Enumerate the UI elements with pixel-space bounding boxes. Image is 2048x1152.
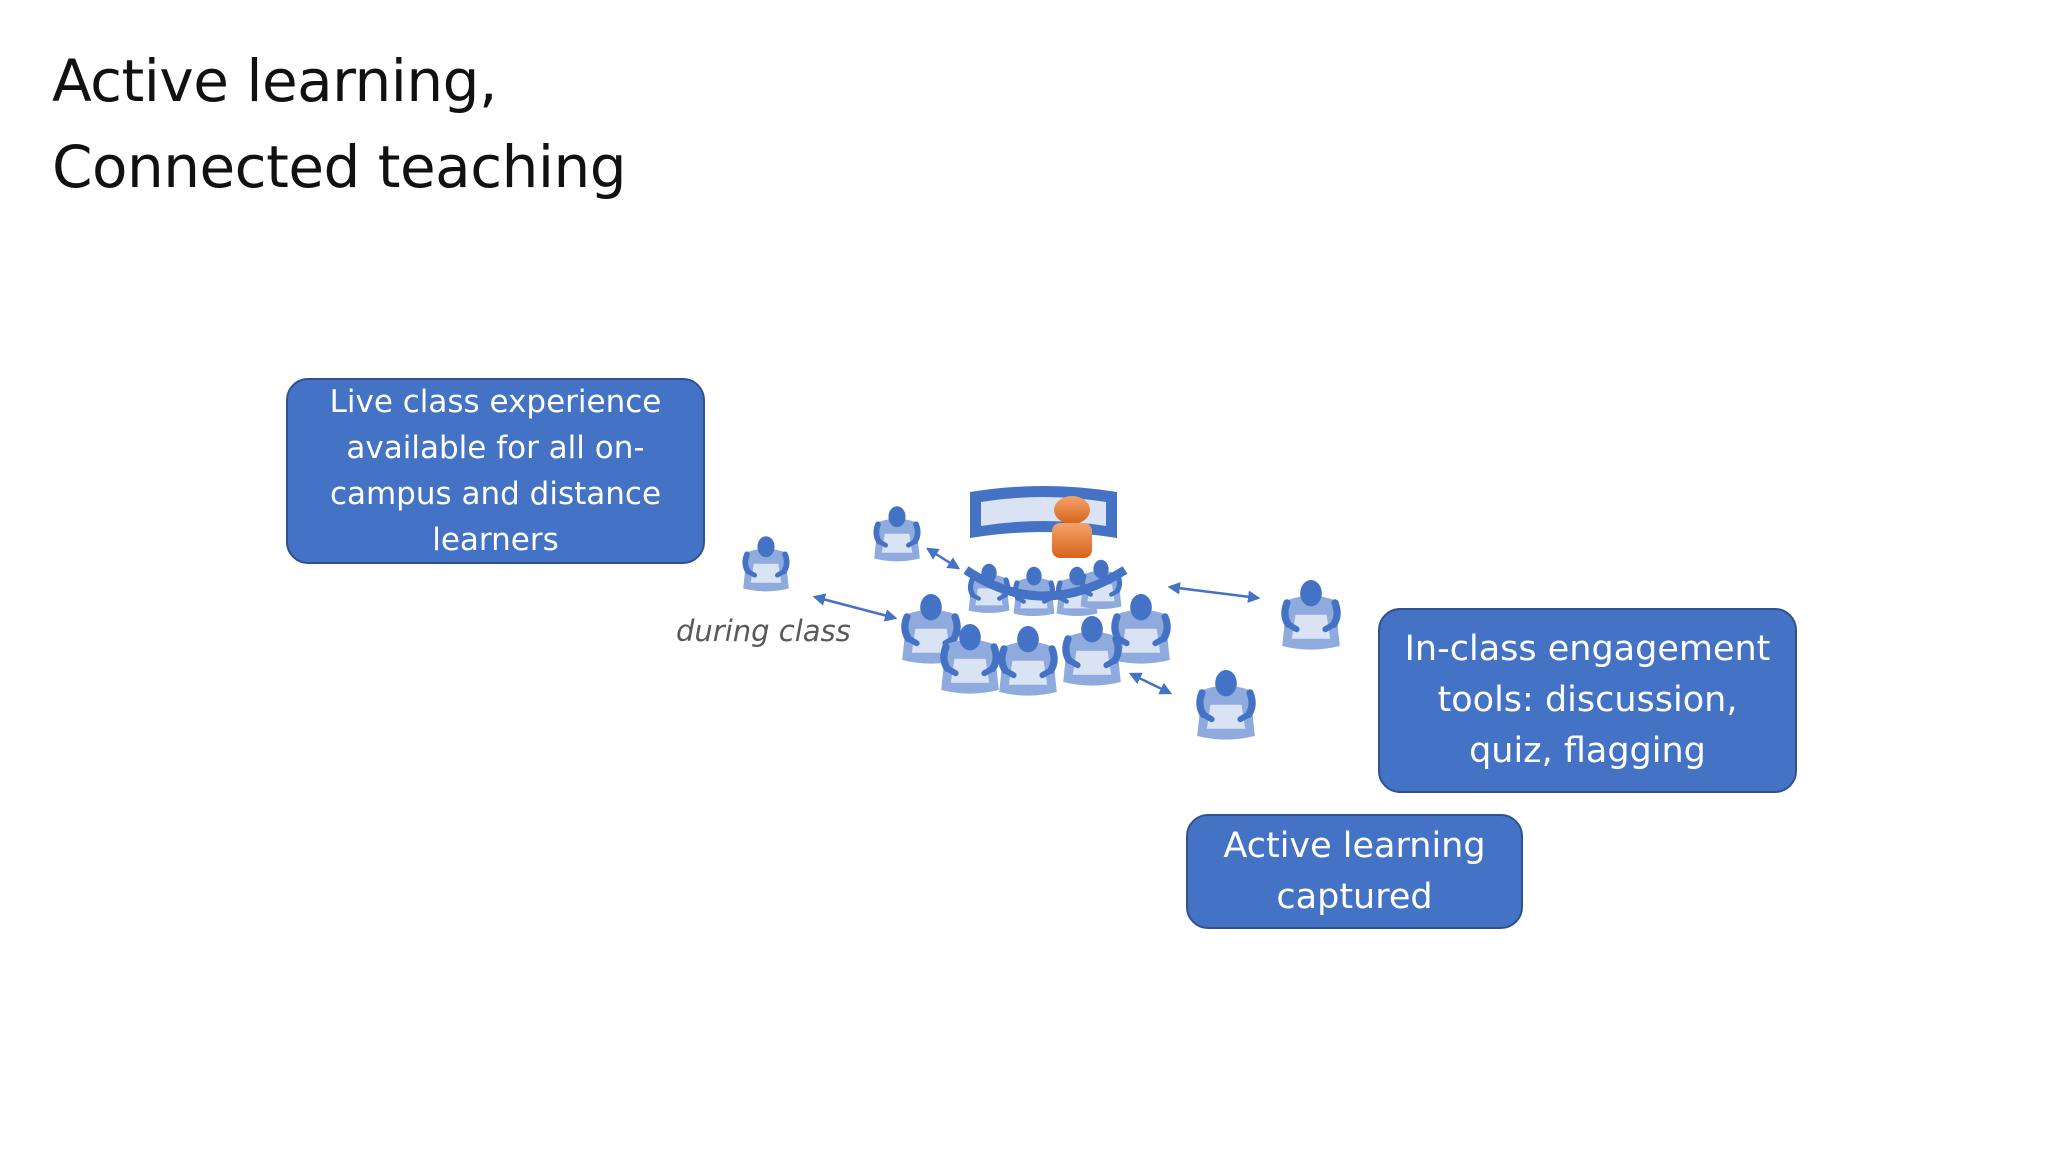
student-icon: [743, 536, 789, 591]
desk-icon: [963, 566, 1128, 601]
student-icon: [1197, 670, 1255, 740]
screen-icon: [970, 486, 1117, 538]
callout-engagement-tools: In-class engagement tools: discussion, q…: [1378, 608, 1797, 793]
double-arrow-icon: [1128, 672, 1173, 695]
slide-title-line-1: Active learning,: [52, 47, 497, 115]
callout-live-class: Live class experience available for all …: [286, 378, 705, 564]
double-arrow-icon: [812, 593, 898, 622]
student-icon: [874, 506, 920, 561]
slide-title-line-2: Connected teaching: [52, 133, 627, 201]
callout-active-learning-captured: Active learning captured: [1186, 814, 1523, 929]
student-icon: [999, 626, 1057, 696]
double-arrow-icon: [1167, 582, 1261, 603]
student-icon: [1282, 580, 1340, 650]
double-arrow-icon: [925, 547, 961, 570]
instructor-icon: [1052, 496, 1092, 558]
